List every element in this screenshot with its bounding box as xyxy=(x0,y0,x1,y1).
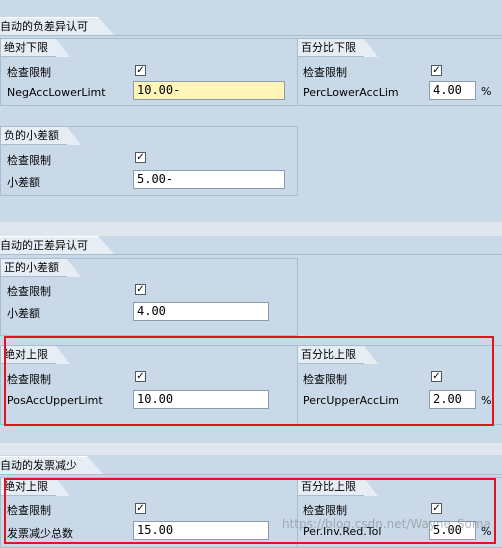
check-limit-checkbox[interactable]: ✓ xyxy=(431,503,442,514)
pos-acc-upper-label: PosAccUpperLimt xyxy=(7,394,103,407)
check-limit-checkbox[interactable]: ✓ xyxy=(135,152,146,163)
section-title-positive: 自动的正差异认可 xyxy=(0,236,114,255)
percent-unit: % xyxy=(481,525,492,538)
group-title: 绝对上限 xyxy=(1,346,70,364)
group-title: 绝对上限 xyxy=(1,478,70,496)
neg-small-diff-input[interactable]: 5.00- xyxy=(133,170,285,189)
highlight-box xyxy=(4,336,494,426)
highlight-box xyxy=(4,478,496,544)
check-limit-label: 检查限制 xyxy=(7,285,51,298)
check-limit-checkbox[interactable]: ✓ xyxy=(135,371,146,382)
per-inv-red-label: Per.Inv.Red.Tol xyxy=(303,525,382,538)
check-limit-label: 检查限制 xyxy=(303,66,347,79)
group-neg-percent: 百分比下限 检查限制 ✓ PercLowerAccLim 4.00 % xyxy=(297,38,502,106)
group-title: 正的小差额 xyxy=(1,259,81,277)
check-limit-label: 检查限制 xyxy=(7,154,51,167)
small-diff-label: 小差额 xyxy=(7,307,40,320)
inv-total-input[interactable]: 15.00 xyxy=(133,521,269,540)
check-limit-checkbox[interactable]: ✓ xyxy=(135,503,146,514)
check-limit-checkbox[interactable]: ✓ xyxy=(431,65,442,76)
pos-small-diff-input[interactable]: 4.00 xyxy=(133,302,269,321)
inv-total-label: 发票减少总数 xyxy=(7,527,73,540)
divider xyxy=(0,254,502,255)
check-limit-checkbox[interactable]: ✓ xyxy=(135,284,146,295)
group-title: 绝对下限 xyxy=(1,39,70,57)
percent-unit: % xyxy=(481,394,492,407)
perc-upper-input[interactable]: 2.00 xyxy=(429,390,476,409)
group-pos-percent: 百分比上限 检查限制 ✓ PercUpperAccLim 2.00 % xyxy=(297,345,502,425)
group-inv-percent: 百分比上限 检查限制 ✓ Per.Inv.Red.Tol 5.00 % xyxy=(297,477,502,548)
check-limit-checkbox[interactable]: ✓ xyxy=(135,65,146,76)
small-diff-label: 小差额 xyxy=(7,176,40,189)
check-limit-label: 检查限制 xyxy=(7,373,51,386)
perc-lower-label: PercLowerAccLim xyxy=(303,86,399,99)
group-pos-small-diff: 正的小差额 检查限制 ✓ 小差额 4.00 xyxy=(0,258,298,336)
check-limit-label: 检查限制 xyxy=(303,504,347,517)
watermark: https://blog.csdn.net/Wayne_Soma xyxy=(282,517,491,531)
neg-acc-lower-input[interactable]: 10.00- xyxy=(133,81,285,100)
check-limit-label: 检查限制 xyxy=(7,66,51,79)
perc-upper-label: PercUpperAccLim xyxy=(303,394,399,407)
section-title-invoice: 自动的发票减少 xyxy=(0,456,103,475)
group-title: 百分比上限 xyxy=(298,346,378,364)
divider xyxy=(0,474,502,475)
neg-acc-lower-label: NegAccLowerLimt xyxy=(7,86,106,99)
per-inv-red-input[interactable]: 5.00 xyxy=(429,521,476,540)
percent-unit: % xyxy=(481,85,492,98)
section-title-negative: 自动的负差异认可 xyxy=(0,17,114,36)
divider xyxy=(0,35,502,36)
perc-lower-input[interactable]: 4.00 xyxy=(429,81,476,100)
group-neg-small-diff: 负的小差额 检查限制 ✓ 小差额 5.00- xyxy=(0,126,298,196)
check-limit-label: 检查限制 xyxy=(7,504,51,517)
group-title: 百分比下限 xyxy=(298,39,378,57)
group-neg-absolute: 绝对下限 检查限制 ✓ NegAccLowerLimt 10.00- xyxy=(0,38,298,106)
pos-acc-upper-input[interactable]: 10.00 xyxy=(133,390,269,409)
group-inv-absolute: 绝对上限 检查限制 ✓ 发票减少总数 15.00 xyxy=(0,477,298,548)
check-limit-checkbox[interactable]: ✓ xyxy=(431,371,442,382)
group-title: 负的小差额 xyxy=(1,127,81,145)
check-limit-label: 检查限制 xyxy=(303,373,347,386)
group-title: 百分比上限 xyxy=(298,478,378,496)
